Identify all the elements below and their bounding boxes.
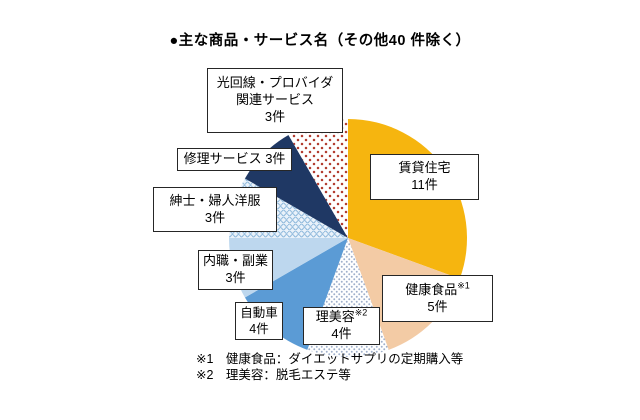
footnote-ref-2: ※2 — [354, 307, 368, 318]
callout-beauty-services: 理美容※2 4件 — [303, 307, 380, 345]
callout-count: 3件 — [264, 108, 286, 124]
callout-rental-housing: 賃貸住宅 11件 — [370, 154, 479, 200]
callout-count: 3件 — [204, 209, 226, 225]
callout-label: 健康食品※1 — [405, 280, 470, 299]
callout-label: 紳士・婦人洋服 — [169, 192, 261, 208]
callout-count: 11件 — [411, 177, 438, 192]
callout-count: 4件 — [249, 322, 269, 336]
callout-label: 内職・副業 — [202, 253, 268, 269]
callout-label: 理美容※2 — [315, 307, 368, 326]
callout-health-foods: 健康食品※1 5件 — [382, 275, 493, 322]
footnotes: ※1 健康食品：ダイエットサプリの定期購入等 ※2 理美容：脱毛エステ等 — [196, 351, 463, 383]
callout-homework-sidejob: 内職・副業 3件 — [198, 250, 273, 290]
footnote-line-2: ※2 理美容：脱毛エステ等 — [196, 368, 351, 382]
callout-label-text: 健康食品 — [405, 281, 458, 297]
callout-count: 5件 — [427, 298, 448, 314]
callout-label: 修理サービス 3件 — [183, 151, 286, 167]
footnote-ref-1: ※1 — [457, 280, 470, 291]
callout-label: 自動車 — [240, 305, 278, 320]
callout-repair-services: 修理サービス 3件 — [177, 148, 292, 171]
callout-mens-womens-clothing: 紳士・婦人洋服 3件 — [153, 187, 277, 232]
callout-label: 光回線・プロバイダ — [216, 75, 334, 91]
footnote-line-1: ※1 健康食品：ダイエットサプリの定期購入等 — [196, 352, 464, 366]
pie-slice-7 — [288, 119, 348, 238]
callout-label-text: 理美容 — [315, 309, 355, 325]
callout-label: 賃貸住宅 — [398, 160, 451, 176]
chart-title: ●主な商品・サービス名（その他40 件除く） — [169, 33, 471, 49]
callout-label: 関連サービス — [235, 92, 314, 108]
callout-count: 4件 — [331, 326, 352, 341]
callout-fiber-provider-services: 光回線・プロバイダ 関連サービス 3件 — [207, 68, 343, 133]
callout-automobile: 自動車 4件 — [235, 302, 283, 340]
callout-count: 3件 — [225, 270, 246, 285]
